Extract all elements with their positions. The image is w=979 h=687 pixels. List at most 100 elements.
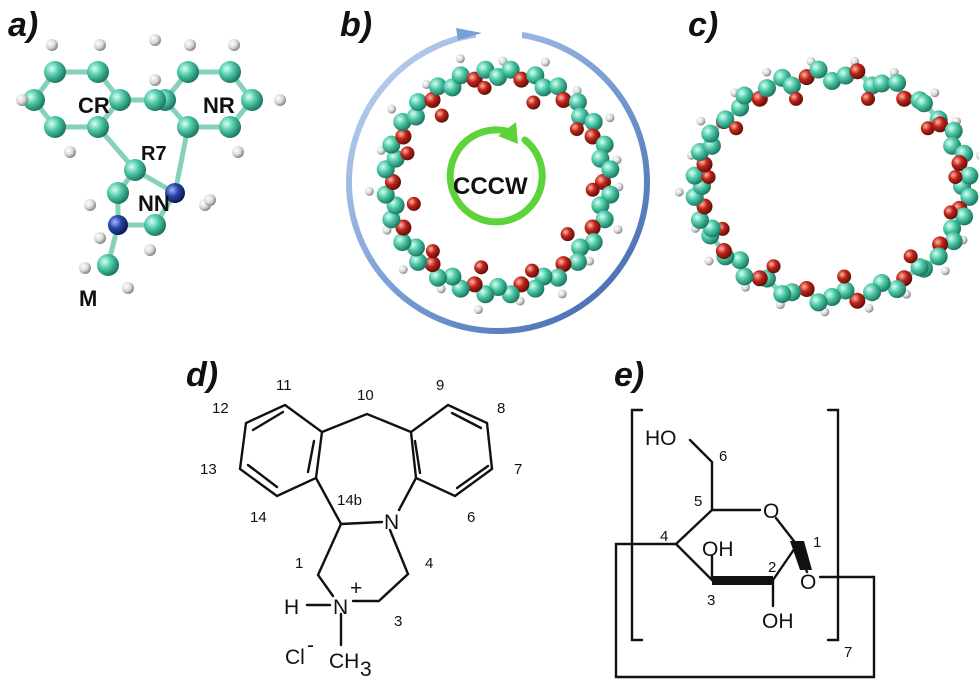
carbon-atom [888,73,907,92]
hydrogen-atom [122,282,134,294]
carbon-atom [731,251,750,270]
carbon-atom [144,214,166,236]
carbon-atom [241,89,263,111]
atom-ch3: CH [329,650,359,673]
nitrogen-atom [108,215,128,235]
carbon-atom [735,86,754,105]
oxygen-atom [903,249,918,264]
carbon-atom [534,78,553,97]
panel-label-a: a) [8,6,38,44]
carbon-atom [393,233,412,252]
locant-e-3: 3 [707,592,715,609]
oxygen-atom [751,270,768,287]
carbon-atom [124,159,146,181]
carbon-atom [406,238,425,257]
oxygen-atom [715,243,732,260]
cyclodextrin-top-view [364,54,624,315]
carbon-atom [409,93,428,112]
hydrogen-atom [975,151,979,160]
carbon-atom [809,293,828,312]
locant-10: 10 [357,387,374,404]
panel-label-b: b) [340,6,372,44]
locant-e-5: 5 [694,493,702,510]
locant-14: 14 [250,509,267,526]
locant-8: 8 [497,400,505,417]
locant-7: 7 [514,461,522,478]
carbon-atom [177,116,199,138]
hydrogen-atom [149,74,161,86]
atom-oh-top: OH [702,538,734,561]
carbon-atom [944,232,963,251]
oxygen-atom [395,219,412,236]
ring-gap [476,20,522,44]
charge-plus: + [350,577,362,600]
carbon-atom [960,187,979,206]
glucose-repeat-unit [614,408,876,679]
oxygen-atom [849,63,866,80]
locant-e-6: 6 [719,448,727,465]
carbon-atom [929,247,948,266]
carbon-atom [44,116,66,138]
mirtazapine-structure [238,403,494,647]
carbon-atom [888,280,907,299]
cccw-arrowhead [498,122,518,144]
hydrogen-atom [94,39,106,51]
carbon-atom [107,182,129,204]
carbon-atom [716,110,735,129]
locant-14b: 14b [337,492,362,509]
carbon-atom [549,77,568,96]
oxygen-atom [595,174,611,190]
carbon-atom [595,135,614,154]
carbon-atom [219,116,241,138]
hydrogen-atom [84,199,96,211]
oxygen-atom [948,170,963,185]
carbon-atom [863,283,882,302]
hydrogen-atom [398,264,408,274]
atom-n-plus: N [333,596,348,619]
carbon-atom [690,210,709,229]
hydrogen-atom [455,54,465,64]
oxygen-atom [525,263,540,278]
carbon-atom [735,267,754,286]
oxygen-atom [555,256,572,273]
locant-9: 9 [436,377,444,394]
hydrogen-atom [421,79,431,89]
carbon-atom [591,196,610,215]
carbon-atom [44,61,66,83]
atom-o-glycosidic: O [800,571,816,594]
hydrogen-atom [232,146,244,158]
oxygen-atom [385,174,401,190]
carbon-atom [955,207,974,226]
hydrogen-atom [16,94,28,106]
atom-ch3-subscript: 3 [360,658,372,681]
oxygen-atom [789,91,804,106]
hydrogen-atom [613,224,623,234]
ring-arrowhead [456,28,482,40]
oxygen-atom [951,155,968,172]
carbon-atom [910,258,929,277]
carbon-atom [428,77,447,96]
hydrogen-atom [274,94,286,106]
cccw-label: CCCW [453,173,528,200]
atom-ho: HO [645,427,677,450]
nitrogen-atom [165,183,185,203]
locant-4: 4 [425,555,433,572]
oxygen-atom [896,90,913,107]
mirtazapine-3d-model [16,34,286,294]
bond-stick [172,124,191,196]
carbon-atom [23,89,45,111]
hydrogen-atom [387,104,397,114]
hydrogen-atom [184,39,196,51]
oxygen-atom [584,128,601,145]
carbon-atom [584,233,603,252]
oxygen-atom [395,128,412,145]
hydrogen-atom [557,289,567,299]
oxygen-atom [766,259,781,274]
carbon-atom [685,166,704,185]
charge-minus: - [307,634,314,657]
carbon-atom [476,285,495,304]
carbon-atom [409,252,428,271]
hydrogen-atom [204,194,216,206]
oxygen-atom [569,122,584,137]
carbon-atom [944,121,963,140]
